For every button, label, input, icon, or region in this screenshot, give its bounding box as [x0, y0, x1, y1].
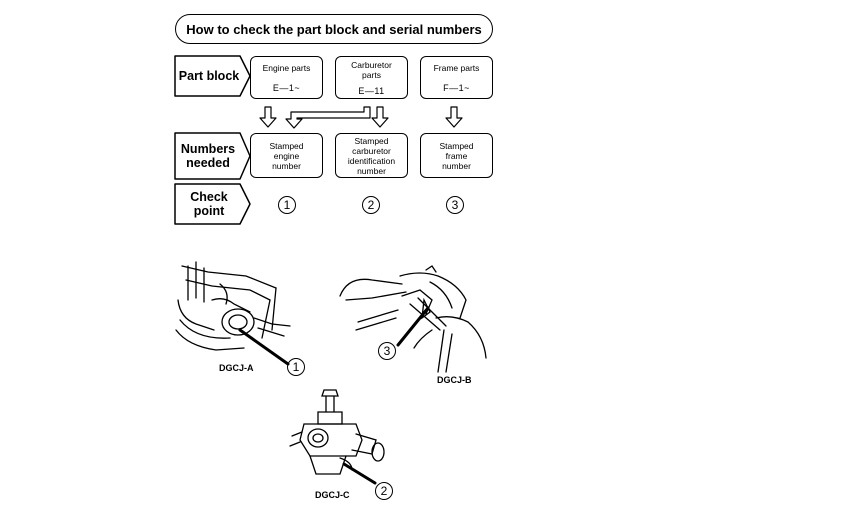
part-box-code: F—1~	[443, 82, 470, 93]
row-chevron-part-block	[174, 55, 251, 97]
check-point-3: 3	[446, 196, 464, 214]
part-box-name: Frame parts	[433, 62, 480, 73]
part-box-name: Engine parts	[262, 62, 311, 73]
part-box-engine: Engine parts E—1~	[250, 56, 323, 99]
check-point-1: 1	[278, 196, 296, 214]
row-chevron-check-point	[174, 183, 251, 225]
arrow-engine-down	[259, 106, 277, 128]
engine-illustration	[175, 261, 291, 366]
arrow-carb-down	[371, 106, 389, 128]
figure-b-callout: 3	[378, 342, 396, 360]
part-box-carburetor: Carburetor parts E—11	[335, 56, 408, 99]
row-label-check-point: Check point	[190, 190, 228, 218]
part-box-name: Carburetor parts	[351, 59, 392, 80]
row-label-numbers-needed: Numbers needed	[180, 142, 236, 170]
row-label-part-block: Part block	[178, 69, 240, 83]
number-box-engine: Stamped engine number	[250, 133, 323, 178]
number-box-carburetor: Stamped carburetor identification number	[335, 133, 408, 178]
number-box-frame: Stamped frame number	[420, 133, 493, 178]
check-point-2: 2	[362, 196, 380, 214]
row-chevron-numbers-needed	[174, 132, 251, 180]
arrow-carb-to-engine	[285, 106, 371, 129]
figure-a-callout: 1	[287, 358, 305, 376]
part-box-code: E—11	[358, 85, 385, 96]
figure-c-caption: DGCJ-C	[315, 490, 350, 500]
carburetor-illustration	[289, 389, 385, 485]
diagram-title: How to check the part block and serial n…	[175, 14, 493, 44]
part-box-frame: Frame parts F—1~	[420, 56, 493, 99]
frame-illustration	[339, 265, 487, 373]
figure-b-caption: DGCJ-B	[437, 375, 472, 385]
figure-c-callout: 2	[375, 482, 393, 500]
part-box-code: E—1~	[272, 82, 301, 93]
arrow-frame-down	[445, 106, 463, 128]
figure-a-caption: DGCJ-A	[219, 363, 254, 373]
